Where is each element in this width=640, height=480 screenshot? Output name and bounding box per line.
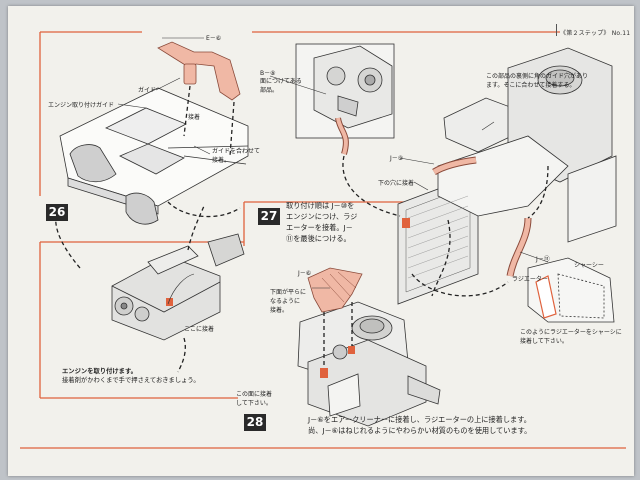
label-guide: ガイド [138,87,157,94]
flat-note-line-2: なるように [270,298,301,305]
rear-assembly-28 [297,301,441,427]
glue-marker-engine [166,298,173,306]
wheel-left [69,144,117,183]
label-glue-26: 接着 [188,114,201,121]
face-note-line-1: この面に接着 [236,391,273,398]
page-header: 《第２ステップ》 No.11 [560,30,631,37]
dashed-guides-28b [323,302,353,366]
label-flat-note: 下面が平らに なるように 接着。 [270,288,306,315]
label-j6: J－⑥ [298,270,312,277]
b8-note-line-1: 面につけてある [260,78,302,85]
engine-detail-27 [295,43,395,139]
step-27-instructions: 取り付け順は J－⑩を エンジンにつけ、ラジ エーターを接着。J－ ⑪を最後につ… [286,200,357,244]
label-b8-note: 面につけてある 部品。 [260,77,302,95]
footer-line-2: 尚、J－⑥はねじれるようにやわらかい材質のものを使用しています。 [308,426,532,435]
leader-lines-26 [117,37,211,155]
engine-assembly-27 [397,47,617,305]
frame-lines [20,31,626,449]
dashed-guides-26 [167,85,241,218]
label-hole: 下の穴に接着 [378,180,415,187]
behind-note-line-2: ます。そこに合わせて接着する。 [486,82,576,89]
label-radiator-note: このようにラジエーターをシャーシに 接着して下さい。 [520,328,622,346]
behind-note-line-1: この部品の裏側に角のガイド穴があり [486,73,589,80]
step-27-line-2: エンジンにつけ、ラジ [286,212,358,221]
leader-lines-27 [399,121,549,263]
radiator-note-line-2: 接着して下さい。 [520,338,568,345]
step-27-line-3: エーターを接着。J－ [286,223,353,232]
guide-part-e6 [157,41,241,101]
align-guide-line-1: ガイドを合わせて [212,148,261,155]
b8-note-line-2: 部品。 [260,87,279,94]
label-align-guide: ガイドを合わせて 接着。 [212,147,260,165]
step-27-line-4: ⑪を最後につける。 [286,234,351,243]
label-chassis: シャーシー [574,262,604,269]
engine-mount-line-2: 接着剤がかわくまで手で押さえておきましょう。 [62,377,200,384]
glue-marker-28b [348,346,355,354]
step-27-badge: 27 [258,208,280,225]
dashed-guides-27 [342,155,549,297]
wheel-front [125,192,159,225]
engine-mount-line-1: エンジンを取り付けます。 [62,368,137,375]
radiator-fins [407,195,469,279]
label-b8: B－⑧ [260,70,276,77]
flat-note-line-3: 接着。 [270,307,289,314]
footer-line-1: J－⑥をエアークリーナーに接着し、ラジエーターの上に接着します。 [308,415,531,424]
step-27-line-1: 取り付け順は J－⑩を [286,201,355,210]
label-engine-mount: エンジンを取り付けます。 接着剤がかわくまで手で押さえておきましょう。 [62,367,200,385]
instruction-page: 《第２ステップ》 No.11 26 27 28 取り付け順は J－⑩を エンジン… [8,6,634,476]
assembly-diagrams [20,31,626,449]
radiator-note-line-1: このようにラジエーターをシャーシに [520,329,622,336]
footer-instructions: J－⑥をエアークリーナーに接着し、ラジエーターの上に接着します。 尚、J－⑥はね… [308,414,531,436]
chassis-inset [527,257,615,323]
face-note-line-2: して下さい。 [236,400,272,407]
label-glue-here: ここに接着 [184,326,215,333]
step-28-badge: 28 [244,414,266,431]
dashed-guides-28 [177,205,205,373]
header-divider [556,24,557,36]
label-behind-note: この部品の裏側に角のガイド穴があり ます。そこに合わせて接着する。 [486,72,588,90]
engine-block-28 [111,233,245,341]
step-26-badge: 26 [46,204,68,221]
label-engine-guide: エンジン取り付けガイド [48,102,115,109]
chassis-illustration-26 [59,87,249,225]
glue-marker-radiator [402,218,410,228]
flat-note-line-1: 下面が平らに [270,289,307,296]
part-j6-pad [307,267,363,313]
glue-marker-28a [320,368,328,378]
align-guide-line-2: 接着。 [212,157,231,164]
label-j9: J－⑨ [390,155,404,162]
label-face-note: この面に接着 して下さい。 [236,390,272,408]
label-j11: J－⑪ [536,256,550,263]
label-radiator: ラジエーター [512,276,548,283]
label-e6: E－⑥ [206,35,222,42]
